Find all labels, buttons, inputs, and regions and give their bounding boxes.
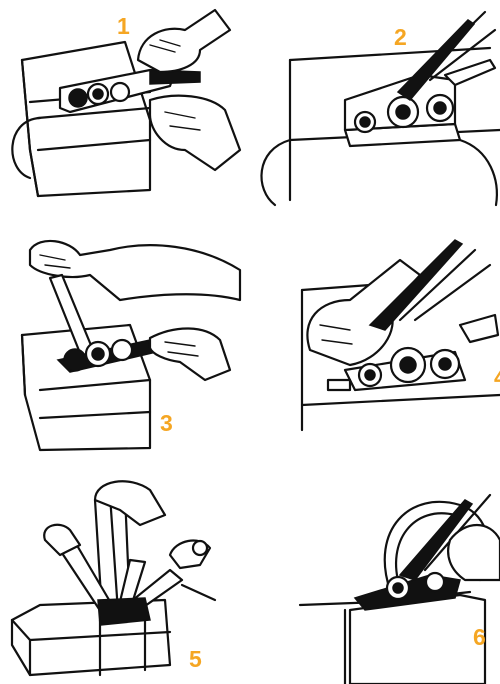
step-2-panel: 2	[250, 0, 500, 210]
step-2-illustration	[250, 0, 500, 210]
step-5-illustration	[0, 470, 250, 684]
step-3-number: 3	[160, 412, 173, 435]
step-6-panel: 6	[250, 470, 500, 684]
step-6-illustration	[250, 470, 500, 684]
step-1-number: 1	[117, 15, 130, 38]
step-5-panel: 5	[0, 470, 250, 684]
step-3-panel: 3	[0, 230, 250, 450]
step-3-illustration	[0, 230, 250, 450]
step-4-panel: 4	[250, 230, 500, 450]
step-6-number: 6	[473, 626, 486, 649]
step-2-number: 2	[394, 26, 407, 49]
step-4-number: 4	[494, 366, 500, 389]
step-4-illustration	[250, 230, 500, 450]
step-5-number: 5	[189, 648, 202, 671]
step-1-panel: 1	[0, 0, 250, 210]
